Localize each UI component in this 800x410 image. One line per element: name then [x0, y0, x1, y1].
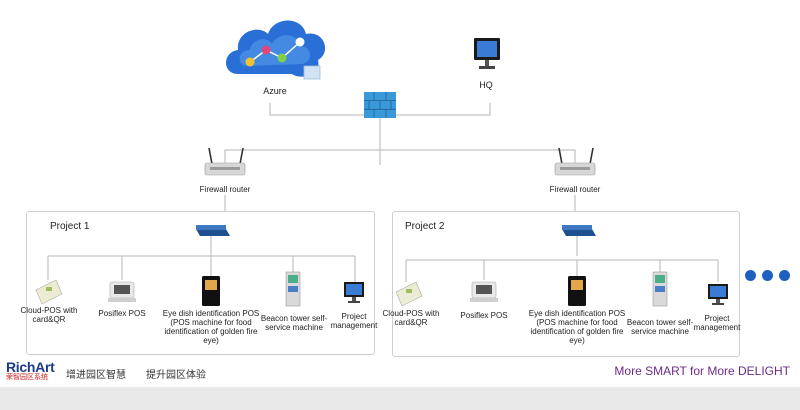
more-dot-2: [762, 270, 773, 281]
brand-subtitle: 荣智园区系统: [6, 374, 48, 381]
azure-cloud-icon: [226, 20, 326, 80]
project-management-2-icon: [708, 284, 728, 305]
footer-bar: [0, 387, 800, 410]
switch-2-icon: [562, 225, 596, 236]
project-1-title: Project 1: [50, 221, 90, 232]
router-left-icon: [204, 147, 246, 176]
beacon-tower-1-icon: [285, 271, 301, 307]
slogan-1: 增进园区智慧: [66, 370, 126, 381]
project-2-eye-dish-label: Eye dish identification POS (POS machine…: [528, 309, 626, 345]
connection-lines: [47, 103, 719, 282]
beacon-tower-2-icon: [652, 271, 668, 307]
brand-name: RichArt: [6, 359, 55, 375]
posiflex-pos-2-icon: [470, 281, 498, 302]
project-management-1-icon: [344, 282, 364, 303]
more-dot-3: [779, 270, 790, 281]
azure-label: Azure: [263, 86, 287, 96]
router-right-icon: [554, 147, 596, 176]
switch-1-icon: [196, 225, 230, 236]
posiflex-pos-1-icon: [108, 281, 136, 302]
eye-dish-1-icon: [202, 276, 220, 306]
tagline: More SMART for More DELIGHT: [614, 364, 790, 378]
project-1-beacon-label: Beacon tower self-service machine: [260, 314, 328, 332]
more-dot-1: [745, 270, 756, 281]
cloud-pos-2-icon: [395, 281, 423, 307]
project-1-management-label: Project management: [330, 312, 378, 330]
project-1-posiflex-label: Posiflex POS: [98, 309, 146, 318]
router-right-label: Firewall router: [549, 185, 601, 194]
project-2-management-label: Project management: [693, 314, 741, 332]
brand-logo: RichArt 荣智园区系统: [6, 359, 55, 382]
hq-monitor-icon: [474, 38, 500, 69]
eye-dish-2-icon: [568, 276, 586, 306]
project-2-posiflex-label: Posiflex POS: [460, 311, 508, 320]
firewall-icon: [364, 92, 396, 118]
project-2-box: [392, 211, 740, 357]
project-2-cloud-pos-label: Cloud-POS with card&QR: [382, 309, 440, 327]
cloud-pos-1-icon: [35, 279, 63, 305]
hq-label: HQ: [479, 80, 493, 90]
slogan-2: 提升园区体验: [146, 370, 206, 381]
router-left-label: Firewall router: [199, 185, 251, 194]
project-2-title: Project 2: [405, 221, 445, 232]
project-1-cloud-pos-label: Cloud-POS with card&QR: [20, 306, 78, 324]
project-1-eye-dish-label: Eye dish identification POS (POS machine…: [162, 309, 260, 345]
project-1-box: [26, 211, 375, 355]
project-2-beacon-label: Beacon tower self-service machine: [626, 318, 694, 336]
